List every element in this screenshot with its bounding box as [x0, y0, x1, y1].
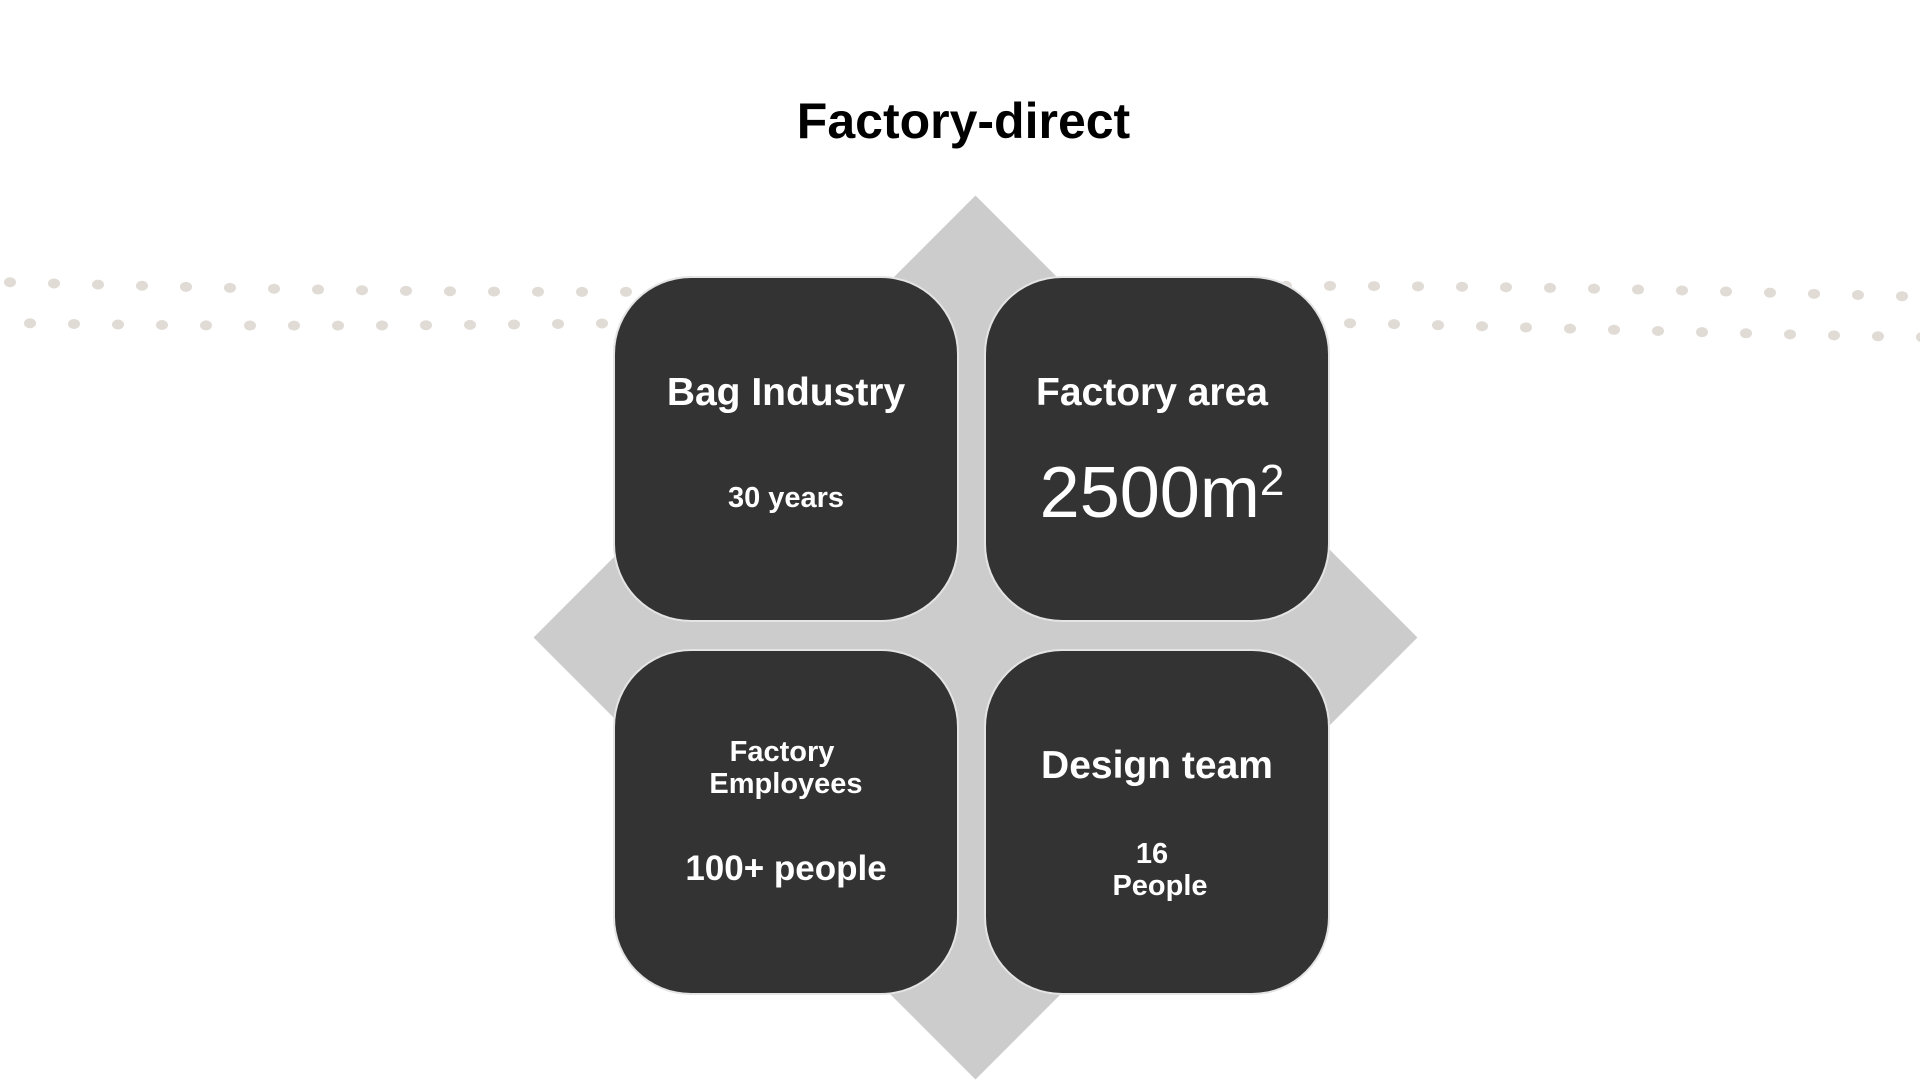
decorative-dot — [1344, 318, 1356, 329]
decorative-dot — [1696, 327, 1708, 338]
page-title: Factory-direct — [796, 93, 1131, 149]
decorative-dot — [1652, 325, 1664, 336]
card-factory-employees: Factory Employees 100+ people — [615, 651, 957, 993]
decorative-dot — [620, 286, 632, 297]
card-heading: Bag Industry — [666, 371, 906, 414]
decorative-dot — [596, 318, 608, 329]
area-superscript: 2 — [1259, 456, 1285, 505]
decorative-dot — [180, 281, 192, 292]
decorative-dot — [1740, 328, 1752, 339]
card-heading: Design team — [1041, 744, 1273, 787]
decorative-dot — [4, 277, 16, 288]
decorative-dot — [576, 286, 588, 297]
decorative-dot — [1324, 280, 1336, 291]
decorative-dot — [532, 286, 544, 297]
decorative-dot — [92, 279, 104, 290]
decorative-dot — [1896, 291, 1908, 302]
decorative-dot — [1784, 329, 1796, 340]
decorative-dot — [1544, 282, 1556, 293]
decorative-dot — [244, 320, 256, 331]
card-value-line2: People — [1112, 870, 1208, 902]
decorative-dot — [1676, 285, 1688, 296]
decorative-dot — [508, 319, 520, 330]
card-heading-line1: Factory — [729, 736, 835, 768]
card-value: 2500m2 — [996, 453, 1328, 533]
decorative-dot — [312, 284, 324, 295]
decorative-dot — [1368, 281, 1380, 292]
decorative-dot — [464, 319, 476, 330]
decorative-dot — [1500, 282, 1512, 293]
card-bag-industry: Bag Industry 30 years — [615, 278, 957, 620]
decorative-dot — [356, 285, 368, 296]
decorative-dot — [1608, 324, 1620, 335]
decorative-dot — [68, 318, 80, 329]
decorative-dot — [1764, 287, 1776, 298]
decorative-dot — [1828, 330, 1840, 341]
decorative-dot — [1632, 284, 1644, 295]
decorative-dot — [136, 280, 148, 291]
decorative-dot — [224, 282, 236, 293]
area-value: 2500m — [1039, 453, 1260, 533]
decorative-dot — [1872, 331, 1884, 342]
decorative-dot — [268, 283, 280, 294]
decorative-dot — [1564, 323, 1576, 334]
decorative-dot — [156, 320, 168, 331]
decorative-dot — [376, 320, 388, 331]
decorative-dot — [1388, 319, 1400, 330]
decorative-dot — [1916, 332, 1920, 342]
card-heading-line2: Employees — [709, 768, 863, 800]
decorative-dot — [1520, 322, 1532, 333]
card-value-line1: 16 — [1135, 838, 1169, 870]
decorative-dot — [1588, 283, 1600, 294]
decorative-dot — [48, 278, 60, 289]
decorative-dot — [1456, 281, 1468, 292]
decorative-dot — [400, 285, 412, 296]
card-value: 100+ people — [685, 849, 887, 888]
card-value: 30 years — [727, 482, 845, 514]
decorative-dot — [1720, 286, 1732, 297]
decorative-dot — [24, 318, 36, 329]
decorative-dot — [1808, 288, 1820, 299]
card-design-team: Design team 16 People — [986, 651, 1328, 993]
decorative-dot — [1476, 321, 1488, 332]
decorative-dot — [112, 319, 124, 330]
card-heading: Factory area — [1036, 371, 1268, 414]
decorative-dot — [1852, 290, 1864, 301]
decorative-dot — [488, 286, 500, 297]
decorative-dot — [1432, 320, 1444, 331]
decorative-dot — [444, 286, 456, 297]
decorative-dot — [332, 320, 344, 331]
decorative-dot — [200, 320, 212, 331]
decorative-dot — [288, 320, 300, 331]
decorative-dot — [1412, 281, 1424, 292]
card-factory-area: Factory area 2500m2 — [986, 278, 1328, 620]
decorative-dot — [420, 320, 432, 331]
decorative-dot — [552, 318, 564, 329]
